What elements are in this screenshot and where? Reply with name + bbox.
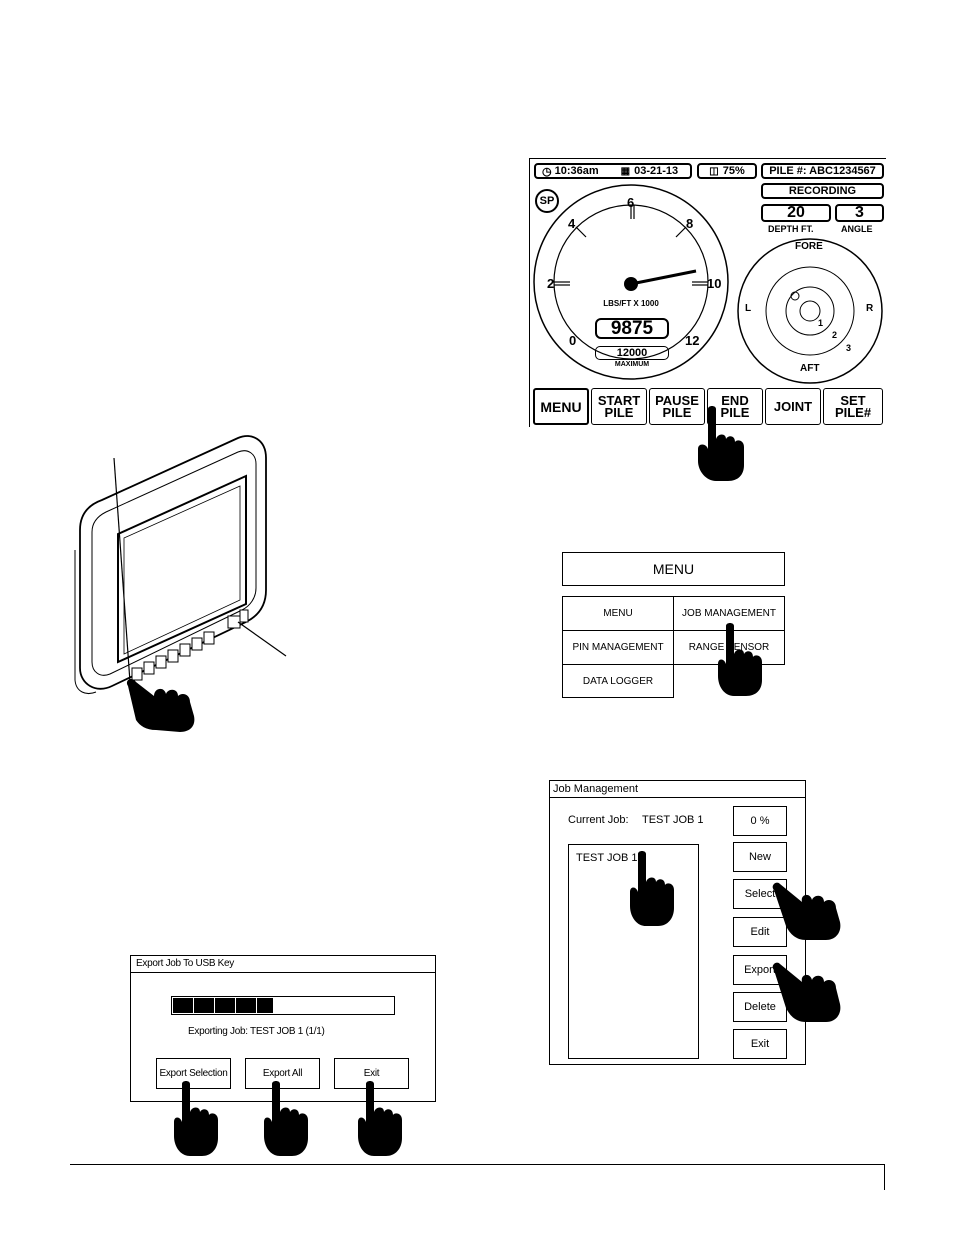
export-progress-fill xyxy=(173,998,273,1013)
gauge-tick-marks xyxy=(554,205,708,286)
display-device-illustration xyxy=(74,435,287,732)
inclinometer-left-label: L xyxy=(745,303,752,314)
job-management-window: Job Management Current Job: TEST JOB 1 T… xyxy=(549,780,806,1065)
inclinometer-fore-label: FORE xyxy=(795,241,823,252)
pointing-hand-icon xyxy=(264,1081,308,1156)
database-icon: ◫ xyxy=(709,165,719,177)
pressure-gauge xyxy=(533,184,883,384)
sp-badge[interactable]: SP xyxy=(535,189,559,213)
exit-export-button[interactable]: Exit xyxy=(334,1058,409,1089)
new-job-button[interactable]: New xyxy=(733,842,787,872)
inclinometer-outer-ring xyxy=(737,238,883,384)
pointing-hand-icon xyxy=(772,962,841,1022)
edit-job-button[interactable]: Edit xyxy=(733,917,787,947)
title-divider xyxy=(131,972,435,973)
gauge-tick-label-10: 10 xyxy=(707,276,722,291)
footer-rule xyxy=(70,1164,885,1165)
storage-status: ◫ 75% xyxy=(697,163,757,179)
export-progress-bar xyxy=(171,996,395,1015)
inclinometer-ring-label-3: 3 xyxy=(846,343,852,353)
export-dialog-title: Export Job To USB Key xyxy=(136,958,235,969)
recording-indicator: RECORDING xyxy=(761,183,884,199)
job-management-title: Job Management xyxy=(553,783,638,795)
job-list[interactable]: TEST JOB 1 xyxy=(568,844,699,1059)
gauge-max-box: 12000 xyxy=(595,346,669,360)
pointing-hand-icon xyxy=(126,679,195,732)
menu-title-bar: MENU xyxy=(562,552,785,586)
device-callout-line-1 xyxy=(113,457,131,683)
current-job-value: TEST JOB 1 xyxy=(642,814,704,826)
inclinometer-bubble xyxy=(790,291,800,301)
angle-label: ANGLE xyxy=(841,224,873,234)
inclinometer-right-label: R xyxy=(866,303,874,314)
angle-readout-box: 3 xyxy=(835,204,884,222)
device-keypad xyxy=(131,609,249,681)
pointing-hand-icon xyxy=(718,623,762,696)
gauge-value-box: 9875 xyxy=(595,318,669,339)
menu-item-data-logger[interactable]: DATA LOGGER xyxy=(562,664,674,698)
delete-job-button[interactable]: Delete xyxy=(733,992,787,1022)
joint-softkey[interactable]: JOINT xyxy=(765,388,821,425)
inclinometer-ring-label-2: 2 xyxy=(832,330,838,340)
pile-number-readout: PILE #: ABC1234567 xyxy=(769,165,876,177)
gauge-unit-label: LBS/FT X 1000 xyxy=(603,299,659,308)
pointing-hand-icon xyxy=(772,882,841,940)
gauge-value: 9875 xyxy=(610,317,654,339)
gauge-tick-label-4: 4 xyxy=(568,216,576,231)
title-divider xyxy=(550,797,805,798)
depth-label: DEPTH FT. xyxy=(768,224,814,234)
export-all-button[interactable]: Export All xyxy=(245,1058,320,1089)
inclinometer-aft-label: AFT xyxy=(800,363,820,374)
pointing-hand-icon xyxy=(174,1081,218,1156)
gauge-max-label: MAXIMUM xyxy=(614,361,650,368)
inclinometer-ring-2 xyxy=(765,266,855,356)
pointing-hand-icon xyxy=(698,406,744,481)
menu-item-menu[interactable]: MENU xyxy=(562,596,674,631)
gauge-tick-label-6: 6 xyxy=(627,195,635,210)
pause-pile-softkey[interactable]: PAUSE PILE xyxy=(649,388,705,425)
export-selection-button[interactable]: Export Selection xyxy=(156,1058,231,1089)
job-list-item[interactable]: TEST JOB 1 xyxy=(576,852,638,864)
pointing-hand-icon xyxy=(358,1081,402,1156)
depth-value: 20 xyxy=(787,204,805,221)
pointing-hand-icon xyxy=(630,851,674,926)
date-readout: 03-21-13 xyxy=(634,165,679,177)
gauge-max-value: 12000 xyxy=(616,347,648,359)
export-dialog: Export Job To USB Key Exporting Job: TES… xyxy=(130,955,436,1102)
time-date-status: ◷ 10:36am ▦ 03-21-13 xyxy=(534,163,692,179)
set-pile-number-softkey[interactable]: SET PILE# xyxy=(823,388,883,425)
pile-number-status: PILE #: ABC1234567 xyxy=(761,163,884,179)
export-status-text: Exporting Job: TEST JOB 1 (1/1) xyxy=(188,1026,325,1037)
inclinometer-ring-1 xyxy=(785,286,835,336)
progress-percent-button: 0 % xyxy=(733,806,787,836)
gauge-hub xyxy=(624,277,638,291)
footer-tick xyxy=(884,1164,885,1190)
device-callout-line-2 xyxy=(237,621,287,657)
inclinometer-ring-label-1: 1 xyxy=(818,318,824,328)
gauge-tick-label-2: 2 xyxy=(547,276,555,291)
clock-icon: ◷ xyxy=(542,165,552,178)
calendar-icon: ▦ xyxy=(620,165,631,177)
gauge-tick-label-0: 0 xyxy=(569,333,577,348)
current-job-label: Current Job: xyxy=(568,814,629,826)
storage-readout: 75% xyxy=(722,165,745,177)
inclinometer-center xyxy=(799,300,821,322)
end-pile-softkey[interactable]: END PILE xyxy=(707,388,763,425)
time-readout: 10:36am xyxy=(554,165,599,177)
gauge-tick-label-12: 12 xyxy=(685,333,700,348)
menu-title: MENU xyxy=(652,561,695,577)
menu-softkey[interactable]: MENU xyxy=(533,388,589,425)
gauge-outer-ring xyxy=(533,184,729,380)
start-pile-softkey[interactable]: START PILE xyxy=(591,388,647,425)
angle-value: 3 xyxy=(855,204,864,221)
main-screen: ◷ 10:36am ▦ 03-21-13 ◫ 75% PILE #: ABC12… xyxy=(529,158,886,427)
depth-readout-box: 20 xyxy=(761,204,831,222)
gauge-tick-label-8: 8 xyxy=(686,216,694,231)
gauge-needle xyxy=(630,269,697,286)
menu-item-pin-management[interactable]: PIN MANAGEMENT xyxy=(562,630,674,665)
exit-job-management-button[interactable]: Exit xyxy=(733,1029,787,1059)
